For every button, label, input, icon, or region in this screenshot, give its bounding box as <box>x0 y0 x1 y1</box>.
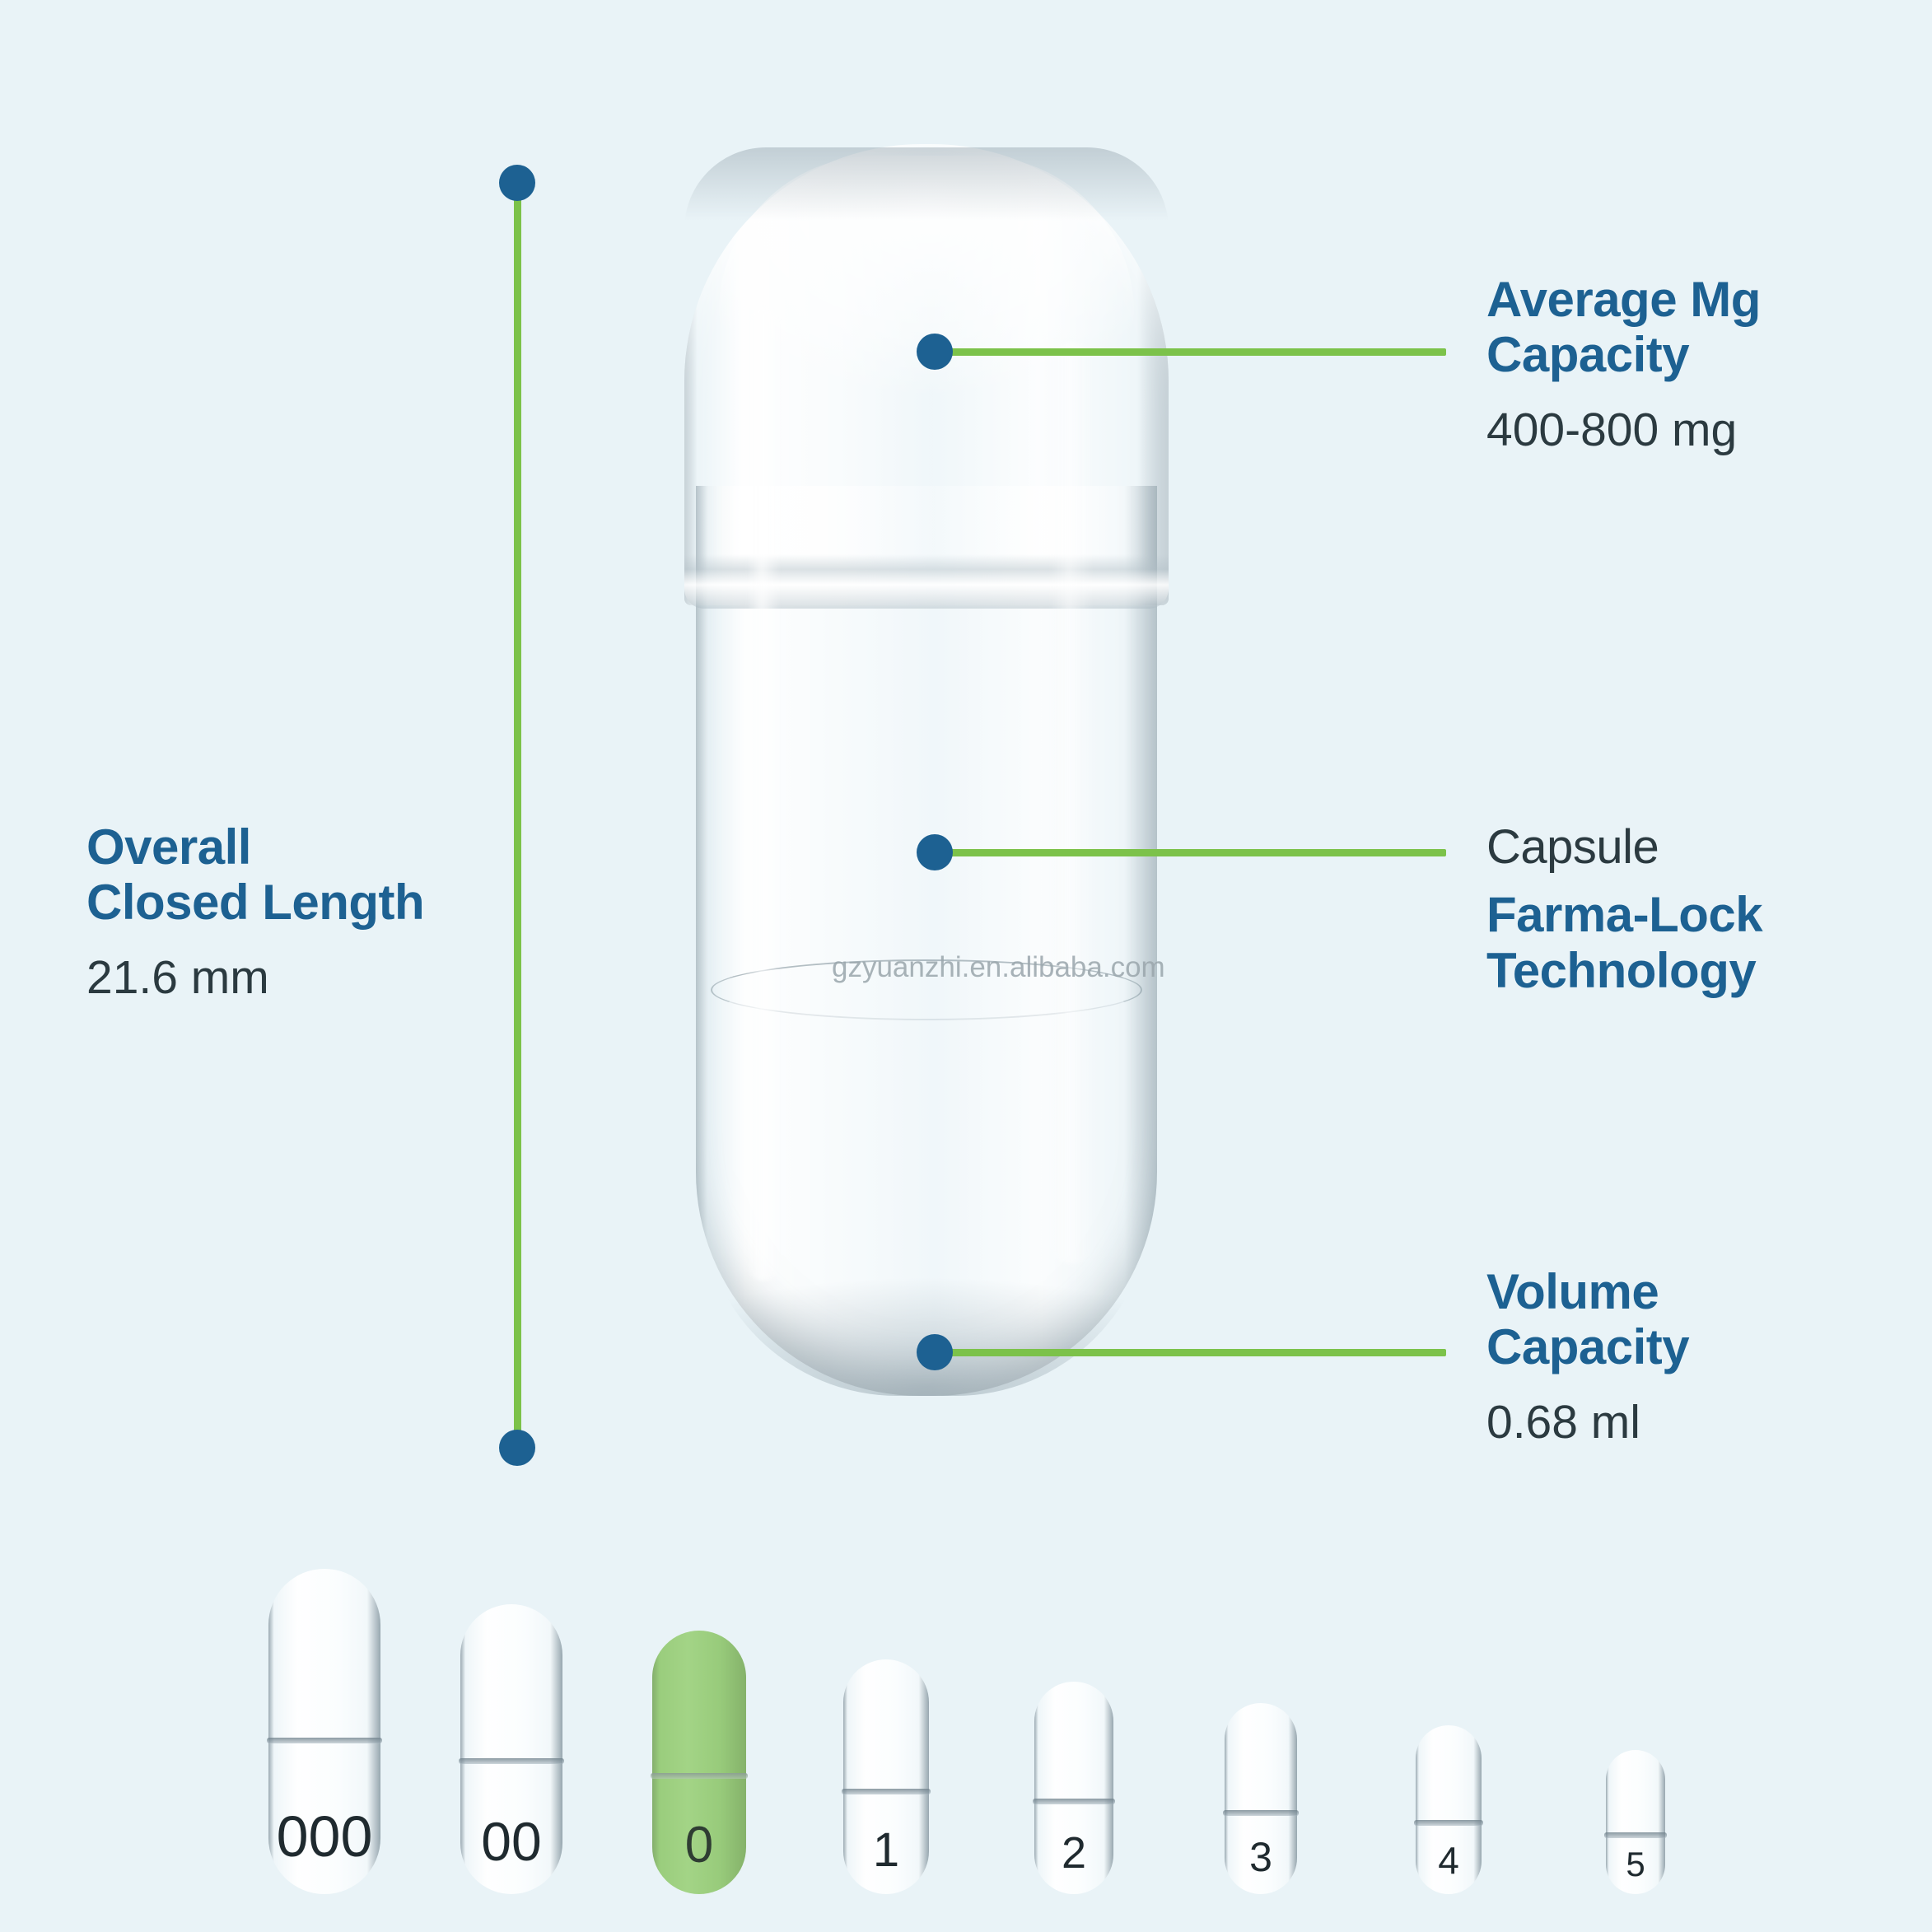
callout-volume: Volume Capacity 0.68 ml <box>1486 1264 1915 1451</box>
capsule-cap-half <box>1416 1725 1482 1825</box>
average-mg-value: 400-800 mg <box>1486 404 1738 457</box>
capsule-body-half <box>1225 1810 1297 1894</box>
capsule-seam <box>1414 1820 1483 1826</box>
capsule-size-1[interactable]: 1 <box>842 1659 931 1894</box>
capsule-size-label: 0 <box>684 1817 714 1874</box>
average-mg-anchor-dot <box>917 334 953 370</box>
capsule-size-2[interactable]: 2 <box>1033 1682 1115 1894</box>
capsule-body-half <box>1606 1832 1665 1894</box>
capsule-seam <box>459 1758 564 1764</box>
farma-lock-prefix: Capsule <box>1486 820 1659 874</box>
capsule-size-label: 00 <box>481 1811 542 1872</box>
capsule-body-half <box>460 1758 562 1894</box>
overall-length-value: 21.6 mm <box>86 951 269 1005</box>
capsule-size-label: 000 <box>276 1804 373 1869</box>
length-measurement-line <box>514 181 521 1449</box>
capsule-size-000[interactable]: 000 <box>267 1569 382 1894</box>
capsule-size-00[interactable]: 00 <box>459 1604 564 1894</box>
capsule-cap-half <box>652 1631 746 1778</box>
capsule-cap-half <box>460 1604 562 1763</box>
volume-title: Volume Capacity <box>1486 1264 1915 1374</box>
average-mg-leader-line <box>947 348 1446 356</box>
farma-lock-title: Farma-Lock Technology <box>1486 887 1915 997</box>
average-mg-title-line1: Average Mg <box>1486 272 1761 327</box>
capsule-size-label: 5 <box>1626 1845 1645 1883</box>
volume-title-line2: Capacity <box>1486 1319 1690 1375</box>
capsule-seam <box>842 1789 931 1794</box>
capsule-cap-half <box>268 1569 380 1743</box>
overall-length-title: Overall Closed Length <box>86 819 515 930</box>
capsule-size-label: 1 <box>872 1823 900 1877</box>
overall-length-title-line1: Overall <box>86 819 251 875</box>
capsule-inner-ring <box>711 959 1142 1020</box>
capsule-seam <box>267 1738 382 1743</box>
length-line-top-dot <box>499 165 535 201</box>
capsule-body-half <box>1416 1820 1482 1894</box>
capsule-size-label: 2 <box>1061 1828 1087 1878</box>
volume-value: 0.68 ml <box>1486 1396 1640 1449</box>
capsule-cap-half <box>1225 1703 1297 1815</box>
watermark-text: gzyuanzhi.en.alibaba.com <box>832 951 1165 983</box>
length-line-bottom-dot <box>499 1430 535 1466</box>
overall-length-title-line2: Closed Length <box>86 875 425 931</box>
capsule-seam <box>651 1773 748 1779</box>
capsule-size-4[interactable]: 4 <box>1414 1725 1483 1894</box>
farma-lock-title-line1: Farma-Lock <box>1486 887 1763 943</box>
farma-lock-leader-line <box>947 849 1446 856</box>
capsule-size-5[interactable]: 5 <box>1604 1750 1667 1894</box>
capsule-body-half <box>268 1738 380 1894</box>
capsule-body-half <box>1034 1799 1113 1894</box>
capsule-cap-rim <box>684 554 1169 609</box>
callout-average-mg: Average Mg Capacity 400-800 mg <box>1486 272 1915 459</box>
volume-leader-line <box>947 1349 1446 1356</box>
capsule-seam <box>1033 1799 1115 1804</box>
capsule-cap-half <box>1606 1750 1665 1837</box>
hero-capsule-graphic <box>684 144 1169 1396</box>
average-mg-title: Average Mg Capacity <box>1486 272 1915 382</box>
capsule-cap-half <box>1034 1682 1113 1804</box>
capsule-size-label: 4 <box>1438 1839 1459 1882</box>
capsule-body <box>696 486 1157 1396</box>
farma-lock-anchor-dot <box>917 834 953 870</box>
capsule-body-half <box>843 1789 929 1894</box>
callout-farma-lock: Capsule Farma-Lock Technology <box>1486 819 1915 998</box>
capsule-body-half <box>652 1773 746 1894</box>
capsule-size-0[interactable]: 0 <box>651 1631 748 1894</box>
volume-anchor-dot <box>917 1334 953 1370</box>
volume-title-line1: Volume <box>1486 1264 1659 1319</box>
capsule-size-3[interactable]: 3 <box>1223 1703 1299 1894</box>
capsule-cap-half <box>843 1659 929 1794</box>
capsule-size-label: 3 <box>1249 1834 1272 1880</box>
callout-overall-length: Overall Closed Length 21.6 mm <box>86 819 515 1006</box>
capsule-seam <box>1223 1810 1299 1816</box>
average-mg-title-line2: Capacity <box>1486 327 1690 383</box>
farma-lock-title-line2: Technology <box>1486 942 1757 998</box>
capsule-seam <box>1604 1832 1667 1838</box>
